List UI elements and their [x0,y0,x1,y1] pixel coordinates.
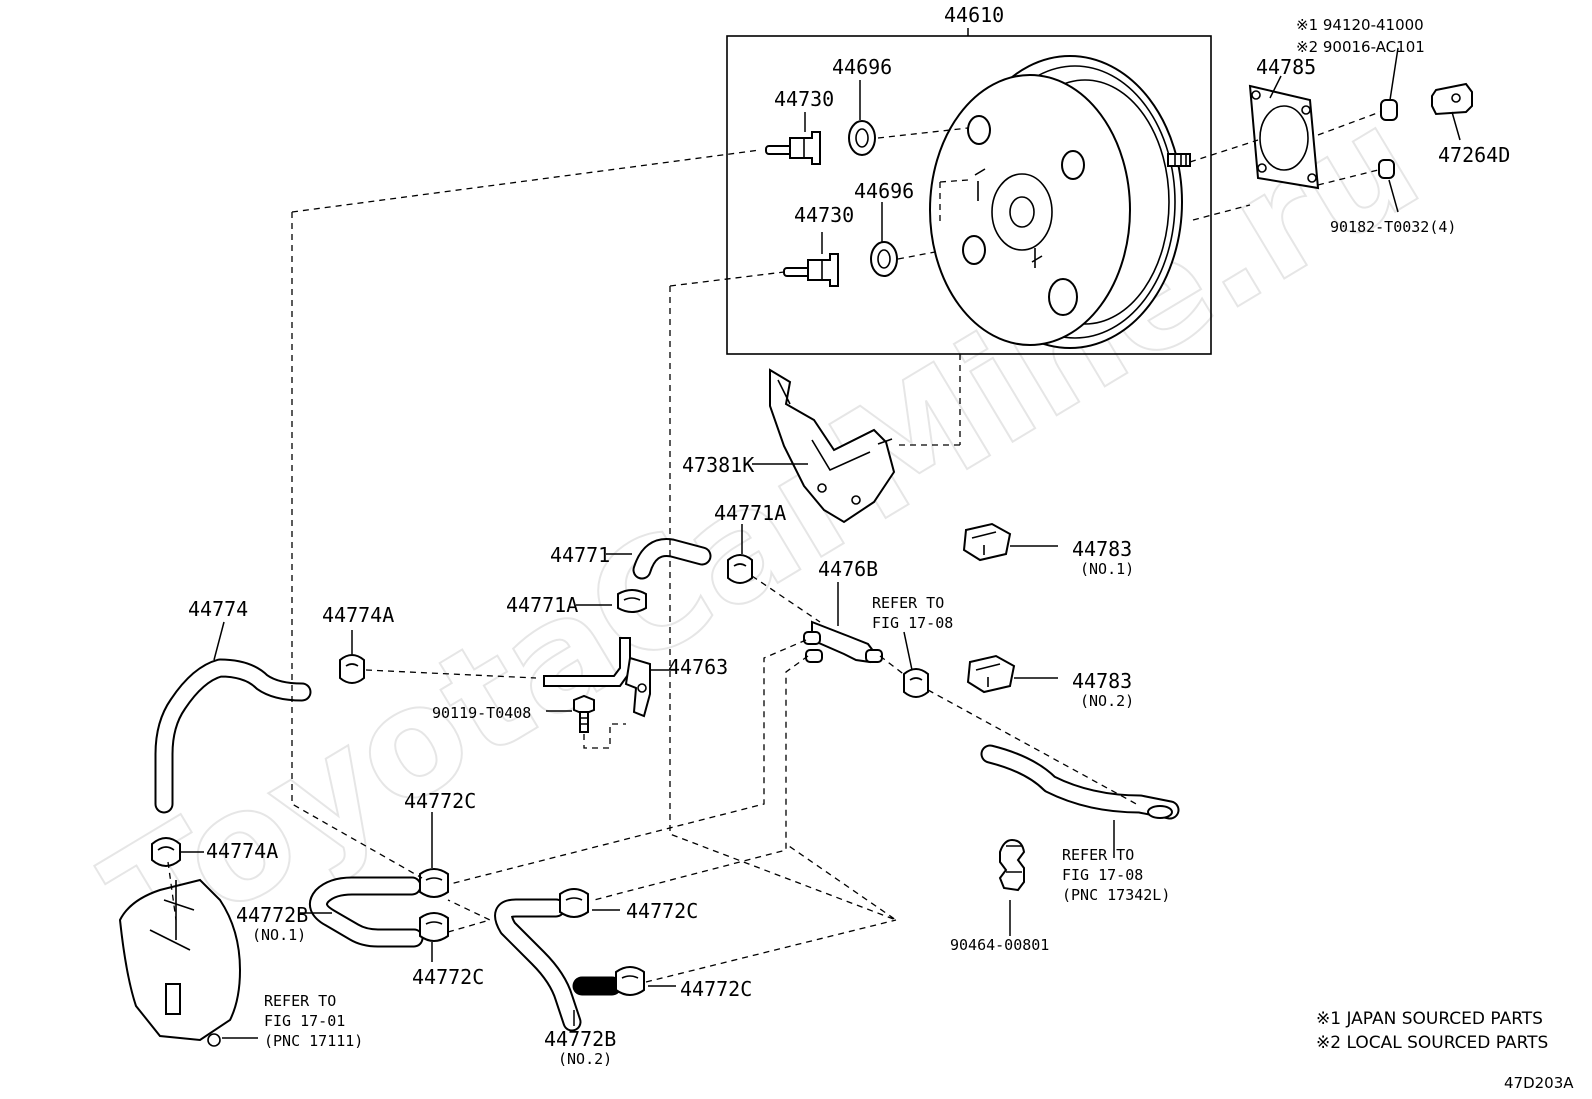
gasket-44785 [1248,75,1320,190]
guide-line-4 [449,639,807,885]
guide-line-6 [447,899,492,933]
label-44610: 44610 [944,3,1004,27]
label-44772C-2: 44772C [412,965,484,989]
clamp-joint [903,631,929,698]
label-44772B-no1-sub: (NO.1) [252,926,306,944]
part-labels: 44610 44696 44730 44696 44730 ※1 94120-4… [188,3,1574,1092]
label-refer-fig1708-b-line1: REFER TO [1062,846,1134,864]
label-44785: 44785 [1256,55,1316,79]
label-44774: 44774 [188,597,248,621]
clamp-44771A-right [727,524,753,584]
guide-line-1 [291,149,761,879]
label-44772C-1: 44772C [404,789,476,813]
clamp-44774A-top [339,630,365,684]
clamp-44772C-4 [615,966,676,996]
label-refer-fig1708-b-line3: (PNC 17342L) [1062,886,1170,904]
label-44783-no2-sub: (NO.2) [1080,692,1134,710]
connector-44783-no2 [966,654,1058,694]
label-90119: 90119-T0408 [432,704,531,722]
brake-booster [929,55,1191,349]
figure-code: 47D203A [1504,1074,1574,1092]
label-refer-fig1708-b-line2: FIG 17-08 [1062,866,1143,884]
label-44772C-3: 44772C [626,899,698,923]
label-refer-fig1701-line3: (PNC 17111) [264,1032,363,1050]
booster-assembly-group [726,28,1212,355]
nut-and-clevis [1378,47,1473,213]
label-44771A-top: 44771A [714,501,786,525]
label-refer-fig1701-line2: FIG 17-01 [264,1012,345,1030]
label-4476B: 4476B [818,557,878,581]
clamp-44772C-1 [419,812,449,898]
connector-44783-no1 [962,522,1058,562]
label-47381K: 47381K [682,453,754,477]
label-44772C-4: 44772C [680,977,752,1001]
label-44730-top: 44730 [774,87,834,111]
label-44730-bottom: 44730 [794,203,854,227]
pipe-44763 [543,637,676,718]
label-44783-no1: 44783 [1072,537,1132,561]
check-valve-top [765,120,876,165]
clamp-44772C-3 [559,888,620,918]
label-44771A-mid: 44771A [506,593,578,617]
hose-44772B-no2 [494,898,622,1032]
clamp-44771A-left [576,589,647,613]
guide-line-5 [593,655,809,901]
label-refer-fig1708-a-line1: REFER TO [872,594,944,612]
label-44771: 44771 [550,543,610,567]
clamp-44774A-bottom [151,837,204,867]
label-ref2: ※2 90016-AC101 [1296,38,1425,56]
label-44772B-no2-sub: (NO.2) [558,1050,612,1068]
label-refer-fig1708-a-line2: FIG 17-08 [872,614,953,632]
label-ref1: ※1 94120-41000 [1296,16,1424,34]
hose-44772B-no1 [300,876,424,948]
check-valve-bottom [783,241,898,287]
joint-4476B [803,582,883,664]
note-local-sourced: ※2 LOCAL SOURCED PARTS [1316,1033,1548,1053]
label-90182: 90182-T0032(4) [1330,218,1456,236]
label-44783-no1-sub: (NO.1) [1080,560,1134,578]
guide-line-3 [939,179,969,226]
label-44772B-no1: 44772B [236,903,308,927]
label-44774A-top: 44774A [322,603,394,627]
bracket-47381K [752,368,896,524]
bolt-90119-T0408 [546,694,626,749]
guide-line-7 [645,919,897,983]
hose-44771 [606,538,712,580]
label-90464: 90464-00801 [950,936,1049,954]
label-44696-top: 44696 [832,55,892,79]
note-japan-sourced: ※1 JAPAN SOURCED PARTS [1316,1009,1543,1029]
label-44763: 44763 [668,655,728,679]
watermark: ToyotaCarMine.ru [79,74,1447,991]
label-44772B-no2: 44772B [544,1027,616,1051]
hose-44774 [154,621,312,814]
label-refer-fig1701-line1: REFER TO [264,992,336,1010]
label-44774A-bottom: 44774A [206,839,278,863]
label-44696-bottom: 44696 [854,179,914,203]
clip-90464-00801 [998,838,1026,936]
assembly-box [726,35,1212,355]
guide-line-2 [669,271,897,921]
hose-right-fig-17-08 [980,744,1180,858]
intake-manifold [118,878,258,1047]
clamp-44772C-2 [419,912,449,962]
label-47264D: 47264D [1438,143,1510,167]
label-44783-no2: 44783 [1072,669,1132,693]
